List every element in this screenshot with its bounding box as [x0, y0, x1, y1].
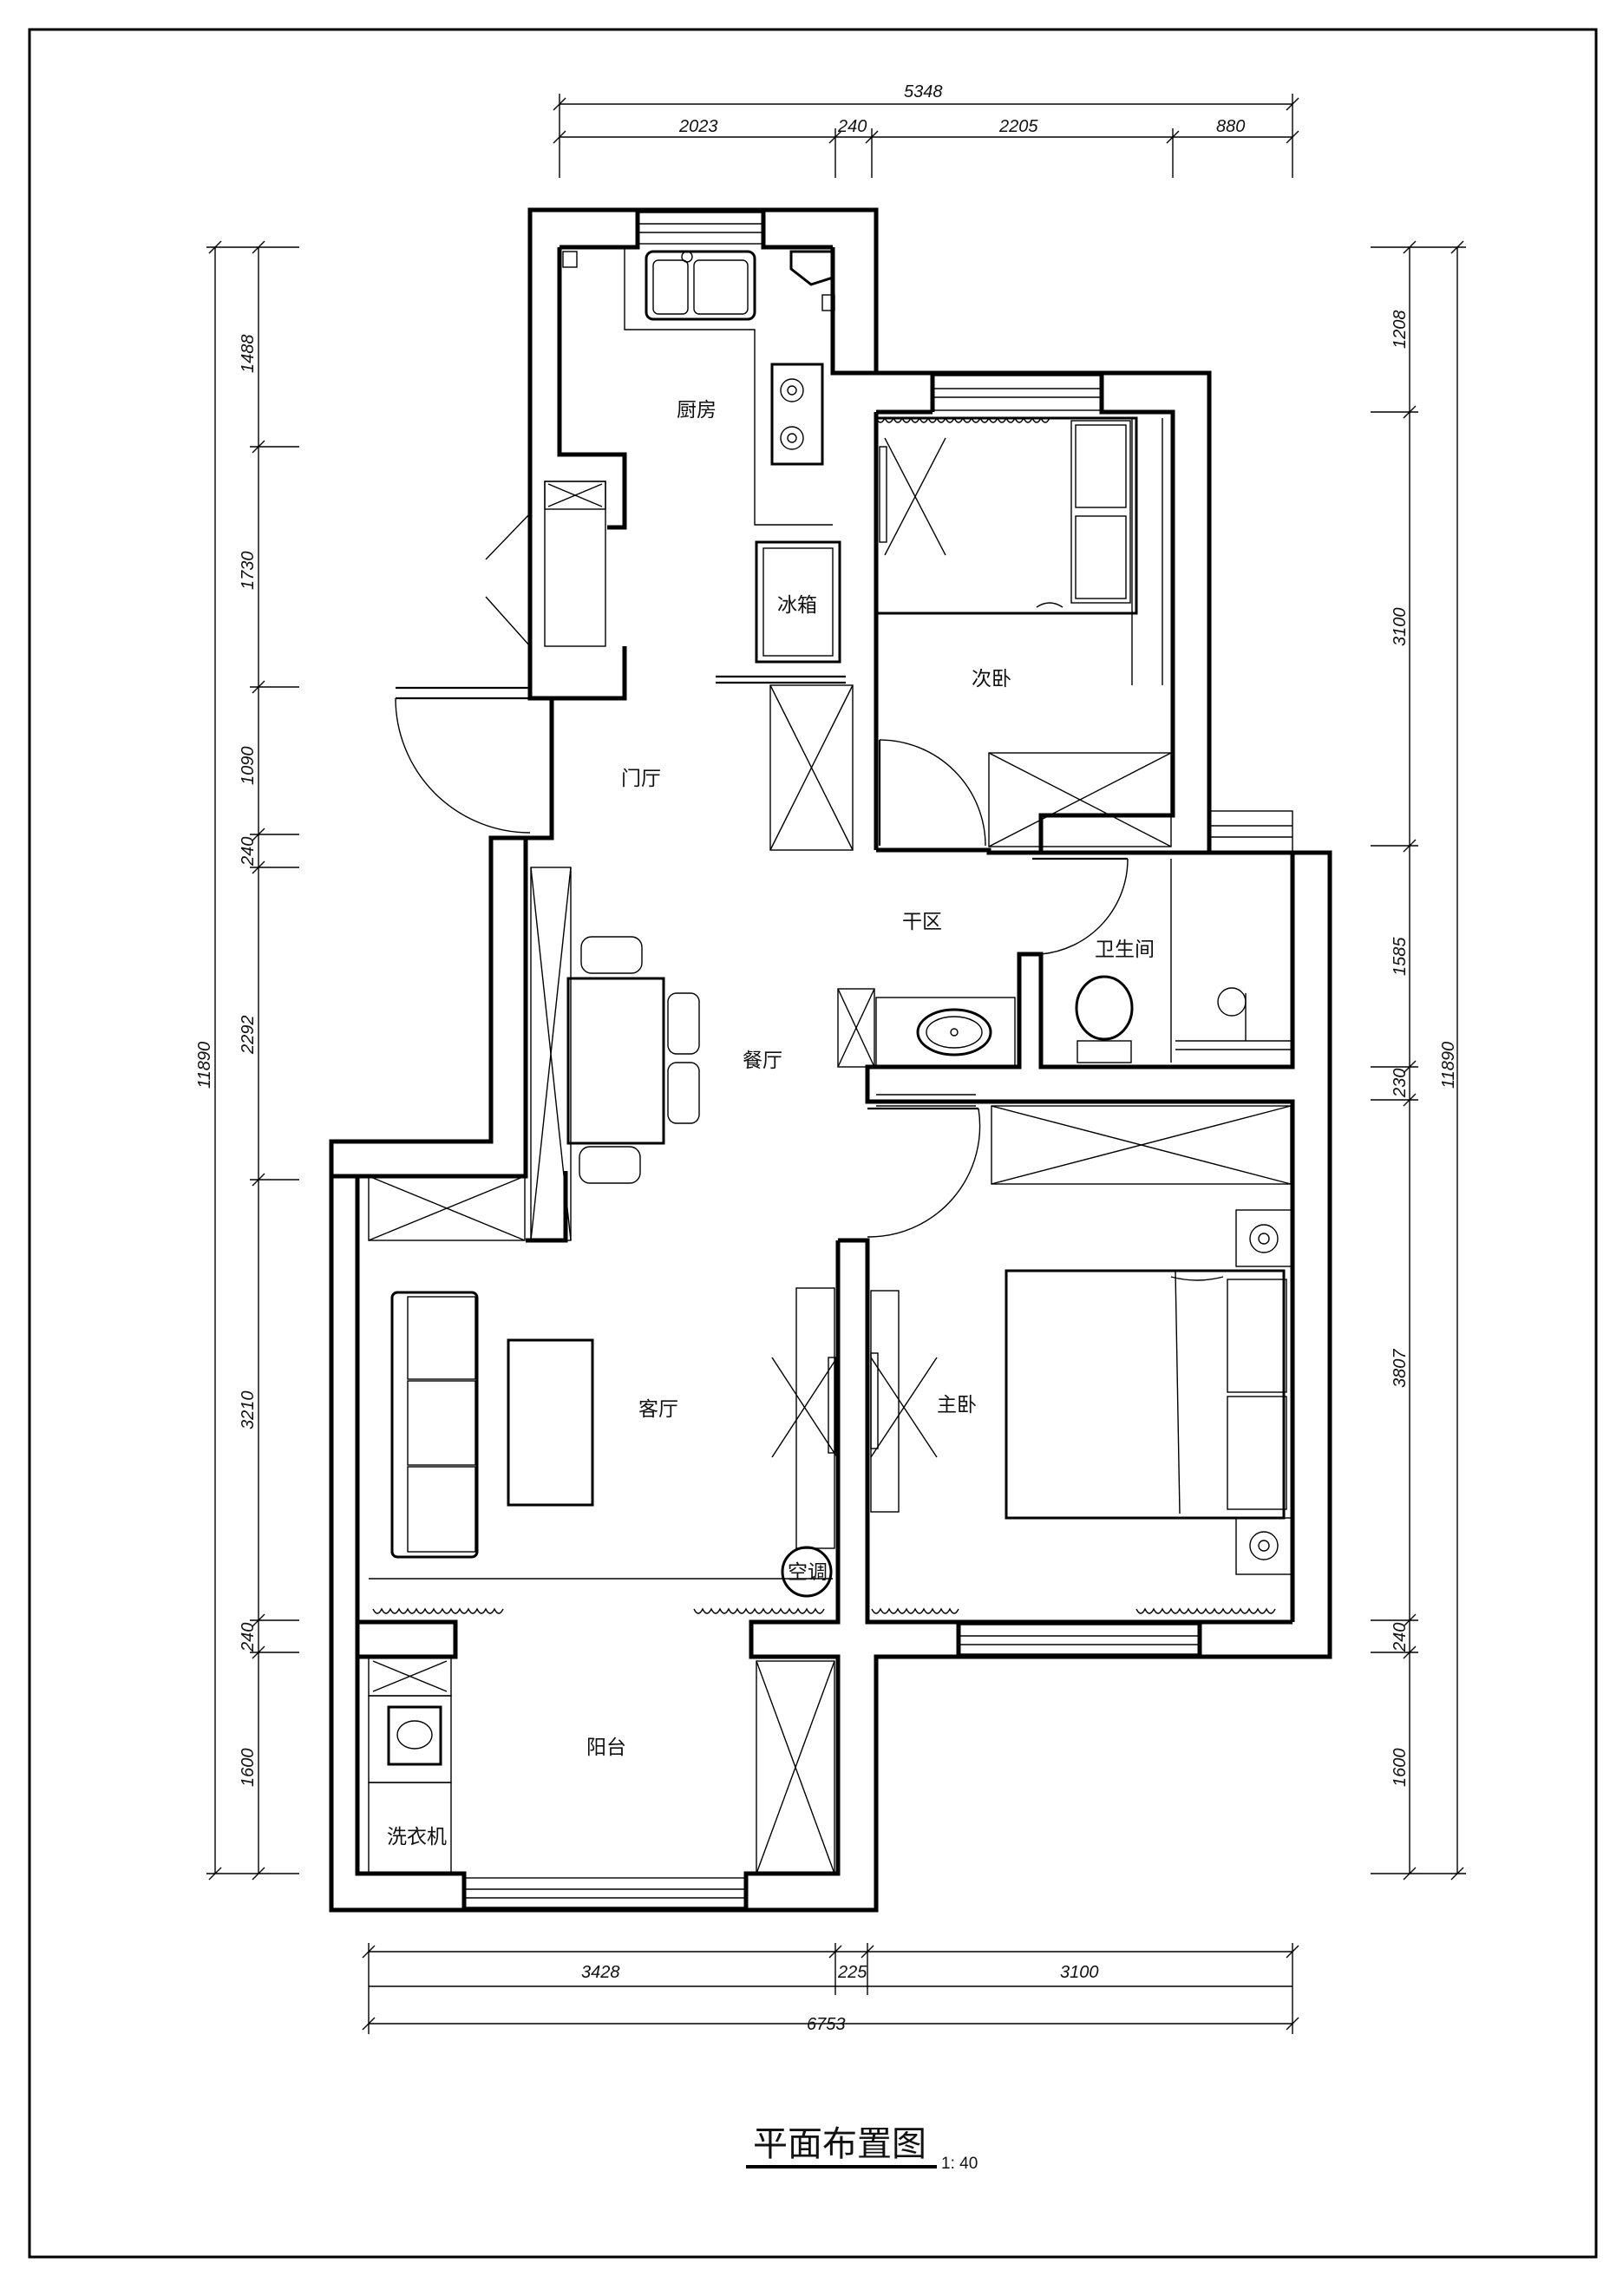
sheet-frame	[28, 28, 1598, 2259]
label-balcony: 阳台	[586, 1737, 626, 1759]
dim-bottom-2: 225	[837, 1963, 867, 1982]
label-bathroom: 卫生间	[1095, 939, 1155, 961]
drawing-title: 平面布置图	[753, 2124, 926, 2164]
label-master-bedroom: 主卧	[937, 1394, 977, 1416]
label-dining: 餐厅	[743, 1050, 782, 1072]
drawing-scale: 1: 40	[941, 2155, 978, 2173]
dim-top-1: 2023	[678, 117, 718, 136]
dim-right-3: 1585	[1391, 937, 1410, 976]
dim-right-5: 3807	[1391, 1349, 1410, 1388]
dim-top-4: 880	[1216, 117, 1245, 136]
bathroom-fixtures	[837, 859, 1293, 1107]
dim-top-2: 240	[837, 117, 867, 136]
dim-bottom-3: 3100	[1060, 1963, 1099, 1982]
label-washer: 洗衣机	[387, 1826, 447, 1848]
label-ac: 空调	[788, 1561, 828, 1584]
dim-right-7: 1600	[1391, 1749, 1410, 1788]
dim-right-1: 1208	[1391, 311, 1410, 350]
dim-top-total: 5348	[904, 82, 943, 101]
dim-bottom-1: 3428	[581, 1963, 620, 1982]
dim-right-6: 240	[1391, 1623, 1410, 1652]
windows	[463, 212, 1293, 1908]
dim-top-3: 2205	[998, 117, 1038, 136]
dim-left-2: 1730	[239, 552, 258, 591]
label-kitchen: 厨房	[677, 399, 717, 422]
dim-left-7: 240	[239, 1623, 258, 1652]
dim-bottom-total: 6753	[807, 2015, 846, 2034]
dim-left-5: 2292	[239, 1016, 258, 1056]
dim-left-4: 240	[239, 837, 258, 867]
dim-right-2: 3100	[1391, 608, 1410, 647]
label-second-bedroom: 次卧	[972, 668, 1011, 690]
dim-left-6: 3210	[239, 1391, 258, 1430]
master-bedroom-furniture	[871, 1105, 1293, 1614]
second-bedroom-furniture	[874, 416, 1172, 847]
label-dry-area: 干区	[902, 911, 942, 933]
dim-left-3: 1090	[239, 747, 258, 786]
dim-right-4: 230	[1391, 1069, 1410, 1098]
label-fridge: 冰箱	[777, 594, 817, 617]
kitchen-fixtures	[544, 247, 854, 851]
label-living: 客厅	[638, 1398, 678, 1421]
dimension-lines	[206, 94, 1466, 2034]
dim-left-1: 1488	[239, 335, 258, 374]
dim-right-total: 11890	[1439, 1042, 1458, 1089]
dim-left-total: 11890	[195, 1042, 214, 1089]
dim-left-8: 1600	[239, 1749, 258, 1788]
doors	[395, 513, 1129, 1238]
living-furniture	[369, 1287, 938, 1614]
dining-furniture	[368, 867, 700, 1241]
walls	[329, 207, 1332, 1913]
balcony-furniture	[368, 1656, 835, 1874]
label-foyer: 门厅	[621, 768, 661, 790]
